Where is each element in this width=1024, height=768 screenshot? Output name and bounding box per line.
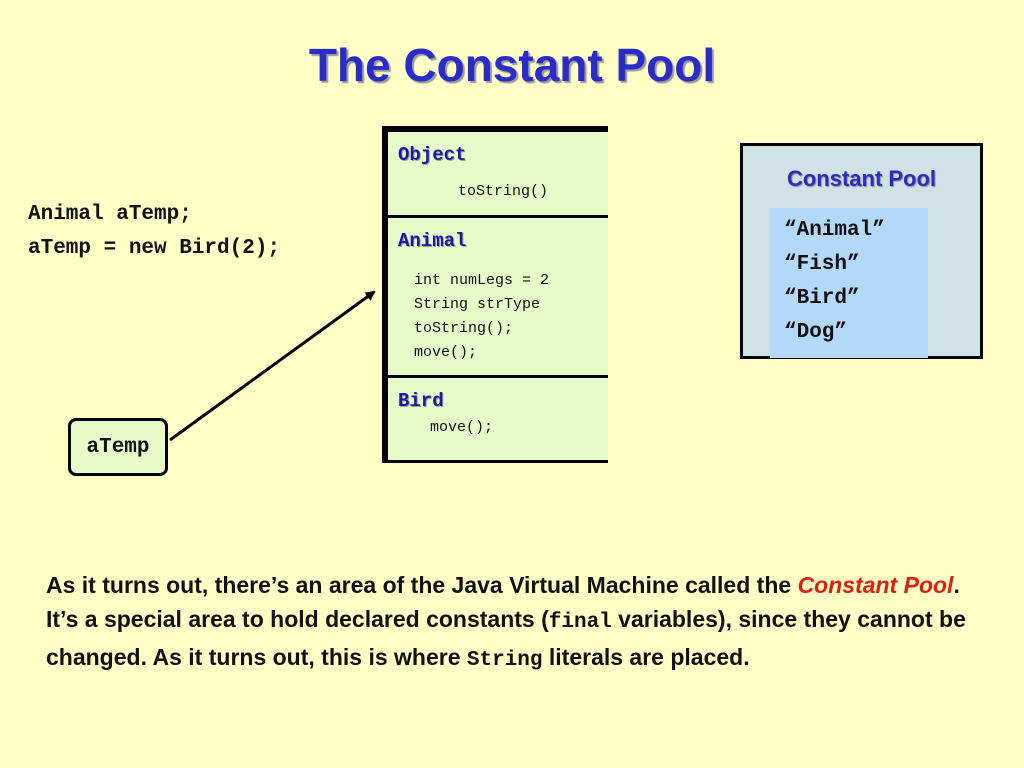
- arrow-line: [169, 290, 376, 442]
- paragraph-text: . It’s a special area to hold declared c…: [46, 572, 960, 632]
- reference-variable-box: aTemp: [68, 418, 168, 476]
- paragraph-text: literals are placed.: [542, 644, 750, 670]
- member: String strType: [414, 296, 541, 313]
- paragraph-text: As it turns out, there’s an area of the …: [46, 572, 798, 598]
- member: toString();: [414, 320, 514, 337]
- explanation-paragraph: As it turns out, there’s an area of the …: [46, 568, 996, 678]
- section-title-object: Object: [398, 144, 467, 166]
- constant-pool-contents: “Animal” “Fish” “Bird” “Dog”: [770, 208, 928, 358]
- constant-pool-item: “Bird”: [784, 287, 860, 310]
- member: int numLegs = 2: [414, 272, 550, 289]
- reference-variable-label: aTemp: [86, 435, 150, 459]
- bird-section: Bird move();: [388, 378, 608, 460]
- member: move();: [430, 419, 494, 436]
- constant-pool-box: Constant Pool “Animal” “Fish” “Bird” “Do…: [740, 143, 983, 359]
- code-snippet: Animal aTemp; aTemp = new Bird(2);: [28, 198, 280, 266]
- member: move();: [414, 344, 478, 361]
- object-members: toString(): [458, 180, 548, 204]
- bird-members: move();: [430, 416, 493, 440]
- member: toString(): [458, 183, 549, 200]
- slide-title: The Constant Pool: [308, 39, 716, 91]
- code-line-assignment: aTemp = new Bird(2);: [28, 237, 281, 260]
- constant-pool-item: “Animal”: [784, 219, 885, 242]
- final-keyword: final: [548, 611, 612, 634]
- code-line-declaration: Animal aTemp;: [28, 203, 192, 226]
- object-diagram: Object toString() Animal int numLegs = 2…: [382, 126, 608, 463]
- constant-pool-item: “Fish”: [784, 253, 860, 276]
- paragraph-text: variables), since they cannot be changed…: [46, 606, 966, 670]
- string-keyword: String: [466, 649, 543, 672]
- section-title-bird: Bird: [398, 390, 444, 412]
- constant-pool-item: “Dog”: [784, 321, 848, 344]
- section-title-animal: Animal: [398, 230, 467, 252]
- object-section: Object toString(): [388, 132, 608, 215]
- animal-section: Animal int numLegs = 2 String strType toSt…: [388, 218, 608, 375]
- constant-pool-highlight: Constant Pool: [797, 572, 954, 598]
- constant-pool-list: “Animal” “Fish” “Bird” “Dog”: [784, 214, 885, 350]
- constant-pool-title: Constant Pool: [786, 166, 937, 191]
- animal-members: int numLegs = 2 String strType toString();…: [414, 269, 549, 365]
